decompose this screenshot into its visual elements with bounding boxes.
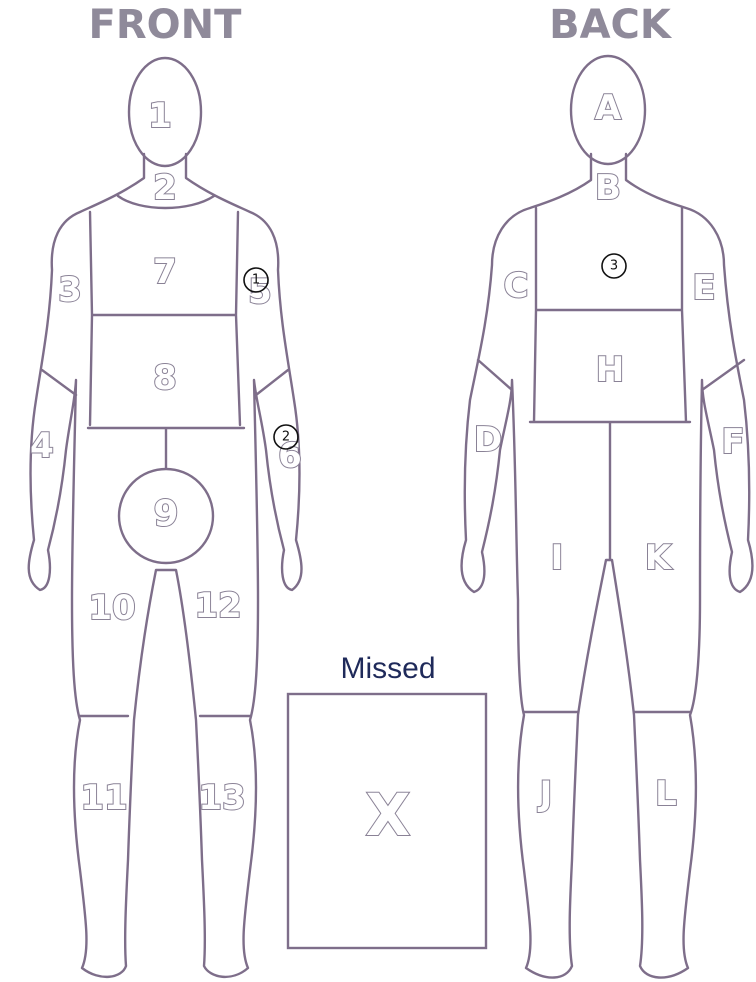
back-zone-a-label: A (595, 88, 622, 128)
missed-title: Missed (340, 652, 435, 685)
back-zone-l-label: L (655, 774, 677, 814)
back-zone-j-label: J (538, 774, 553, 814)
front-zone-9-label: 9 (153, 494, 178, 535)
back-zone-c-label: C (504, 266, 529, 306)
front-heading: FRONT (89, 2, 243, 48)
front-figure: 1 2 3 4 5 6 7 8 9 10 11 12 13 (29, 58, 302, 977)
hit-marker-3-number: 3 (610, 259, 618, 274)
front-zone-1-label: 1 (148, 96, 172, 136)
front-zone-3-label: 3 (58, 270, 82, 310)
front-zone-4-label: 4 (30, 426, 54, 466)
back-heading: BACK (549, 2, 673, 48)
front-zone-10-label: 10 (88, 588, 135, 628)
hit-marker-3: 3 (602, 254, 626, 278)
front-zone-7-label: 7 (153, 252, 177, 292)
back-zone-b-label: B (595, 168, 621, 208)
hit-marker-2-number: 2 (282, 430, 290, 445)
back-zone-h-label: H (596, 350, 624, 390)
back-zone-k-label: K (645, 538, 673, 578)
back-figure: A B C D E F H I J K L (462, 56, 753, 978)
hit-marker-1-number: 1 (252, 273, 260, 288)
back-zone-e-label: E (692, 268, 715, 308)
front-zone-8-label: 8 (153, 358, 177, 398)
missed-zone-label: X (366, 781, 411, 849)
front-zone-2-label: 2 (153, 168, 177, 208)
back-zone-f-label: F (721, 422, 744, 462)
front-zone-11-label: 11 (80, 778, 127, 818)
front-zone-12-label: 12 (194, 586, 241, 626)
back-zone-i-label: I (551, 538, 564, 578)
back-zone-d-label: D (474, 420, 502, 460)
front-zone-13-label: 13 (198, 778, 245, 818)
